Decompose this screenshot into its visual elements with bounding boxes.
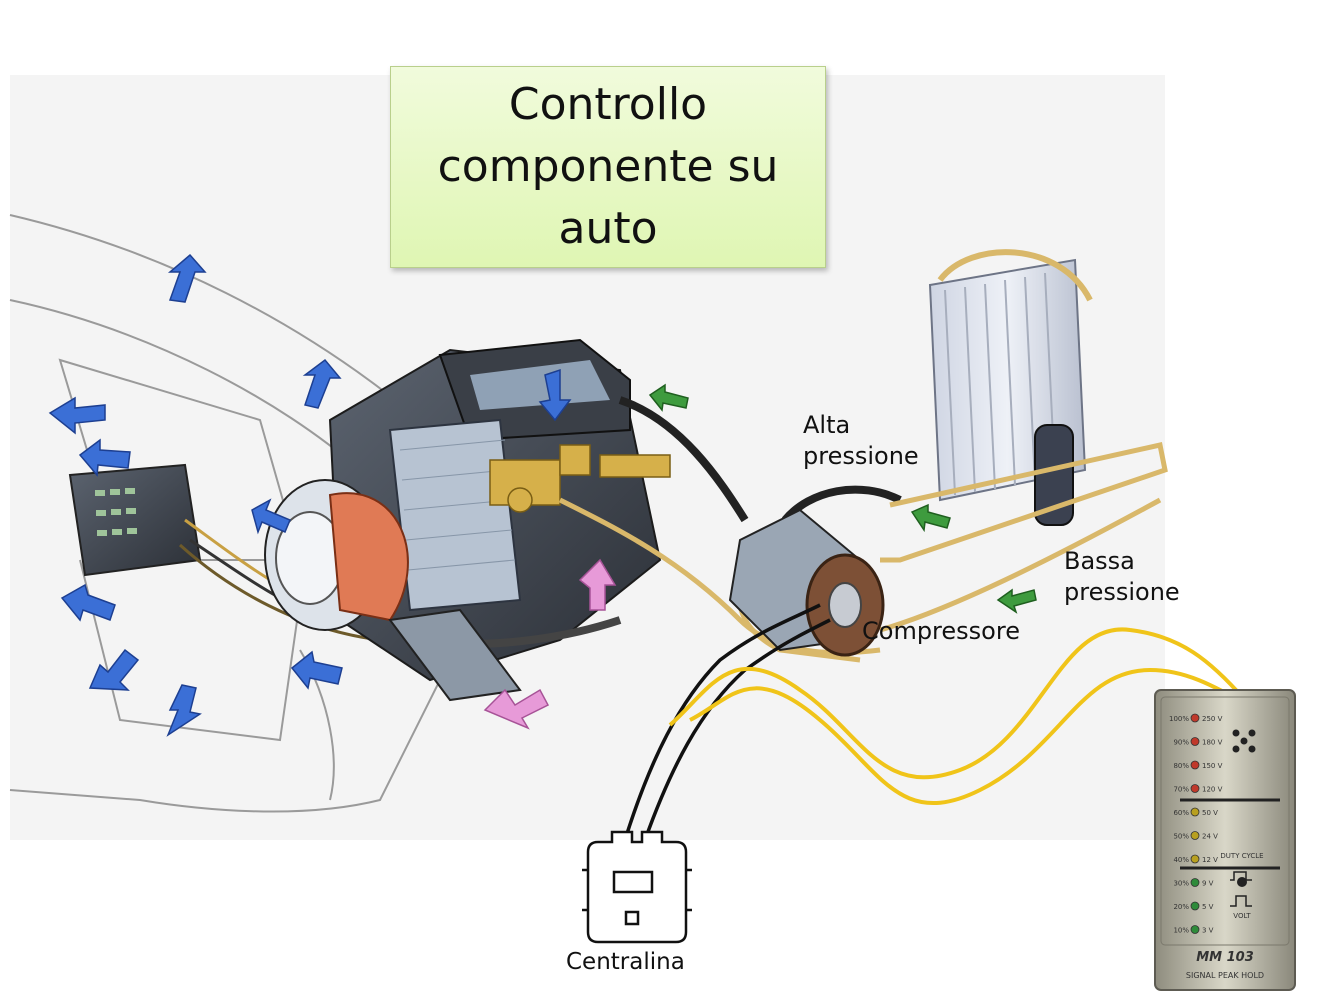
meter-duty-label: DUTY CYCLE — [1220, 852, 1263, 860]
meter-led — [1190, 901, 1200, 911]
meter-led — [1190, 854, 1200, 864]
ecu-wires — [623, 603, 831, 841]
meter-scale-percent: 40% — [1173, 856, 1189, 864]
ecu-icon — [582, 830, 692, 944]
meter-led — [1190, 713, 1200, 723]
hvac-unit — [264, 338, 881, 702]
meter-scale-percent: 70% — [1173, 786, 1189, 794]
meter-led — [1190, 760, 1200, 770]
signal-meter: 100% 250 V 90% 180 V 80% 150 V 70% 120 V 60% 50 V… — [1154, 689, 1296, 991]
meter-led — [1190, 784, 1200, 793]
meter-scale-percent: 20% — [1173, 903, 1189, 911]
meter-scale-percent: 60% — [1173, 809, 1189, 817]
meter-led — [1190, 878, 1200, 887]
meter-scale-volt: 50 V — [1202, 809, 1218, 817]
refrigerant-flow-arrows — [648, 383, 1037, 614]
meter-led — [1190, 807, 1200, 817]
label-high-pressure: Alta pressione — [803, 411, 919, 471]
meter-scale-volt: 120 V — [1202, 786, 1223, 794]
meter-led — [1190, 925, 1200, 934]
meter-scale-percent: 80% — [1173, 762, 1189, 770]
label-low-pressure: Bassa pressione — [1064, 547, 1180, 607]
meter-scale-volt: 5 V — [1202, 903, 1214, 911]
meter-scale-volt: 250 V — [1202, 715, 1223, 723]
meter-volt-label: VOLT — [1233, 912, 1251, 920]
control-panel — [68, 463, 381, 642]
meter-scale-volt: 3 V — [1202, 927, 1214, 935]
warm-air-arrows — [483, 558, 617, 730]
title-box: Controllo componente su auto — [390, 66, 826, 268]
signal-wires — [668, 627, 1261, 805]
meter-scale-volt: 24 V — [1202, 833, 1218, 841]
meter-scale-percent: 50% — [1173, 833, 1189, 841]
meter-scale-volt: 9 V — [1202, 880, 1214, 888]
label-ecu: Centralina — [566, 949, 685, 975]
meter-scale-percent: 10% — [1173, 927, 1189, 935]
meter-scale-percent: 90% — [1173, 739, 1189, 747]
meter-scale-percent: 30% — [1173, 880, 1189, 888]
meter-scale-volt: 12 V — [1202, 856, 1218, 864]
meter-scale-volt: 180 V — [1202, 739, 1223, 747]
meter-brand: MM 103 — [1196, 950, 1254, 965]
meter-scale-volt: 150 V — [1202, 762, 1223, 770]
meter-scale-percent: 100% — [1169, 715, 1189, 723]
condenser — [928, 249, 1093, 526]
page-title: Controllo componente su auto — [437, 78, 779, 255]
airflow-arrows — [48, 253, 572, 737]
label-compressor: Compressore — [862, 617, 1020, 645]
suction-hose — [781, 485, 902, 523]
high-pressure-hose — [618, 396, 749, 523]
compressor-unit — [728, 508, 885, 657]
meter-led — [1190, 831, 1200, 840]
meter-led — [1190, 737, 1200, 746]
meter-subtitle: SIGNAL PEAK HOLD — [1186, 971, 1264, 980]
